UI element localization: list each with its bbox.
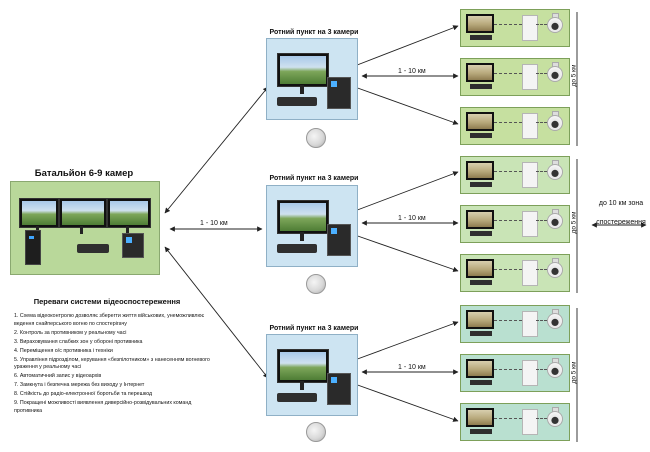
ptz-camera-icon [547, 115, 563, 131]
post-1-workstation [266, 38, 358, 120]
distance-label-battalion: 1 - 10 км [200, 220, 228, 227]
camera-node [460, 403, 570, 441]
advantage-item: 7. Замкнута і безпечна мережа без виходу… [14, 382, 145, 389]
ptz-camera-icon [547, 313, 563, 329]
advantage-item: 9. Покращені можливості виявлення диверс… [14, 400, 192, 414]
ups-icon [327, 373, 351, 405]
nvr-recorder-icon [77, 244, 109, 253]
monitor-center [59, 198, 107, 228]
node-range-label-1: до 5 км [570, 64, 578, 87]
post-2-workstation [266, 185, 358, 267]
distance-label-post1: 1 - 10 км [398, 68, 426, 75]
advantages-title: Переваги системи відеоспостереження [33, 297, 181, 306]
post-3-title: Ротний пункт на 3 камери [269, 325, 359, 332]
camera-node [460, 107, 570, 145]
ptz-camera-icon [547, 66, 563, 82]
arrow-battalion-post3 [164, 246, 269, 379]
pc-tower-icon [25, 230, 41, 265]
battalion-workstation [10, 181, 160, 275]
advantage-item: 3. Вираховування слабких зон у обороні п… [14, 338, 143, 345]
radio-dish-antenna-icon [306, 274, 326, 294]
camera-node [460, 58, 570, 96]
advantage-item: 2. Контроль за противником у реальному ч… [14, 329, 127, 336]
post-2-title: Ротний пункт на 3 камери [269, 175, 359, 182]
ptz-camera-icon [547, 213, 563, 229]
advantage-item: 1. Схема відеоконтролю дозволяє зберегти… [14, 313, 205, 327]
radio-dish-antenna-icon [306, 128, 326, 148]
camera-node [460, 9, 570, 47]
camera-node [460, 205, 570, 243]
radio-dish-antenna-icon [306, 422, 326, 442]
battalion-title: Батальйон 6-9 камер [34, 168, 134, 179]
observation-zone-label: до 10 км зона спостереження [586, 196, 650, 230]
network-switch-box-icon [522, 162, 538, 188]
camera-node [460, 354, 570, 392]
advantage-item: 8. Стійкість до радіо-електронної бороть… [14, 391, 153, 398]
nvr-recorder-icon [277, 393, 317, 402]
advantage-item: 4. Переміщення о/с противника і техніки [14, 347, 113, 354]
node-range-label-3: до 5 км [570, 361, 578, 384]
zone-line-2: спостереження [596, 219, 646, 226]
ptz-camera-icon [547, 164, 563, 180]
ups-icon [122, 233, 144, 258]
camera-node [460, 254, 570, 292]
arrow-battalion-post1 [164, 86, 269, 214]
nvr-recorder-icon [277, 244, 317, 253]
nvr-recorder-icon [277, 97, 317, 106]
monitor-icon [277, 349, 329, 383]
network-switch-box-icon [522, 360, 538, 386]
ups-icon [327, 224, 351, 256]
monitor-icon [277, 53, 329, 87]
network-switch-box-icon [522, 64, 538, 90]
network-switch-box-icon [522, 15, 538, 41]
post-1-title: Ротний пункт на 3 камери [269, 29, 359, 36]
monitor-right [107, 198, 151, 228]
network-switch-box-icon [522, 409, 538, 435]
distance-label-post3: 1 - 10 км [398, 364, 426, 371]
node-range-label-2: до 5 км [570, 211, 578, 234]
ptz-camera-icon [547, 17, 563, 33]
ups-icon [327, 77, 351, 109]
monitor-icon [277, 200, 329, 234]
ptz-camera-icon [547, 362, 563, 378]
advantage-item: 5. Управління підрозділом, керування «бе… [14, 356, 210, 371]
zone-line-1: до 10 км зона [598, 200, 644, 207]
camera-node [460, 305, 570, 343]
advantages-list: 1. Схема відеоконтролю дозволяє зберегти… [14, 313, 210, 417]
network-switch-box-icon [522, 260, 538, 286]
network-switch-box-icon [522, 311, 538, 337]
advantage-item: 6. Автоматичний запис у відеоархів [14, 373, 102, 380]
distance-label-post2: 1 - 10 км [398, 215, 426, 222]
network-switch-box-icon [522, 113, 538, 139]
network-switch-box-icon [522, 211, 538, 237]
camera-node [460, 156, 570, 194]
ptz-camera-icon [547, 411, 563, 427]
monitor-left [19, 198, 59, 228]
ptz-camera-icon [547, 262, 563, 278]
post-3-workstation [266, 334, 358, 416]
